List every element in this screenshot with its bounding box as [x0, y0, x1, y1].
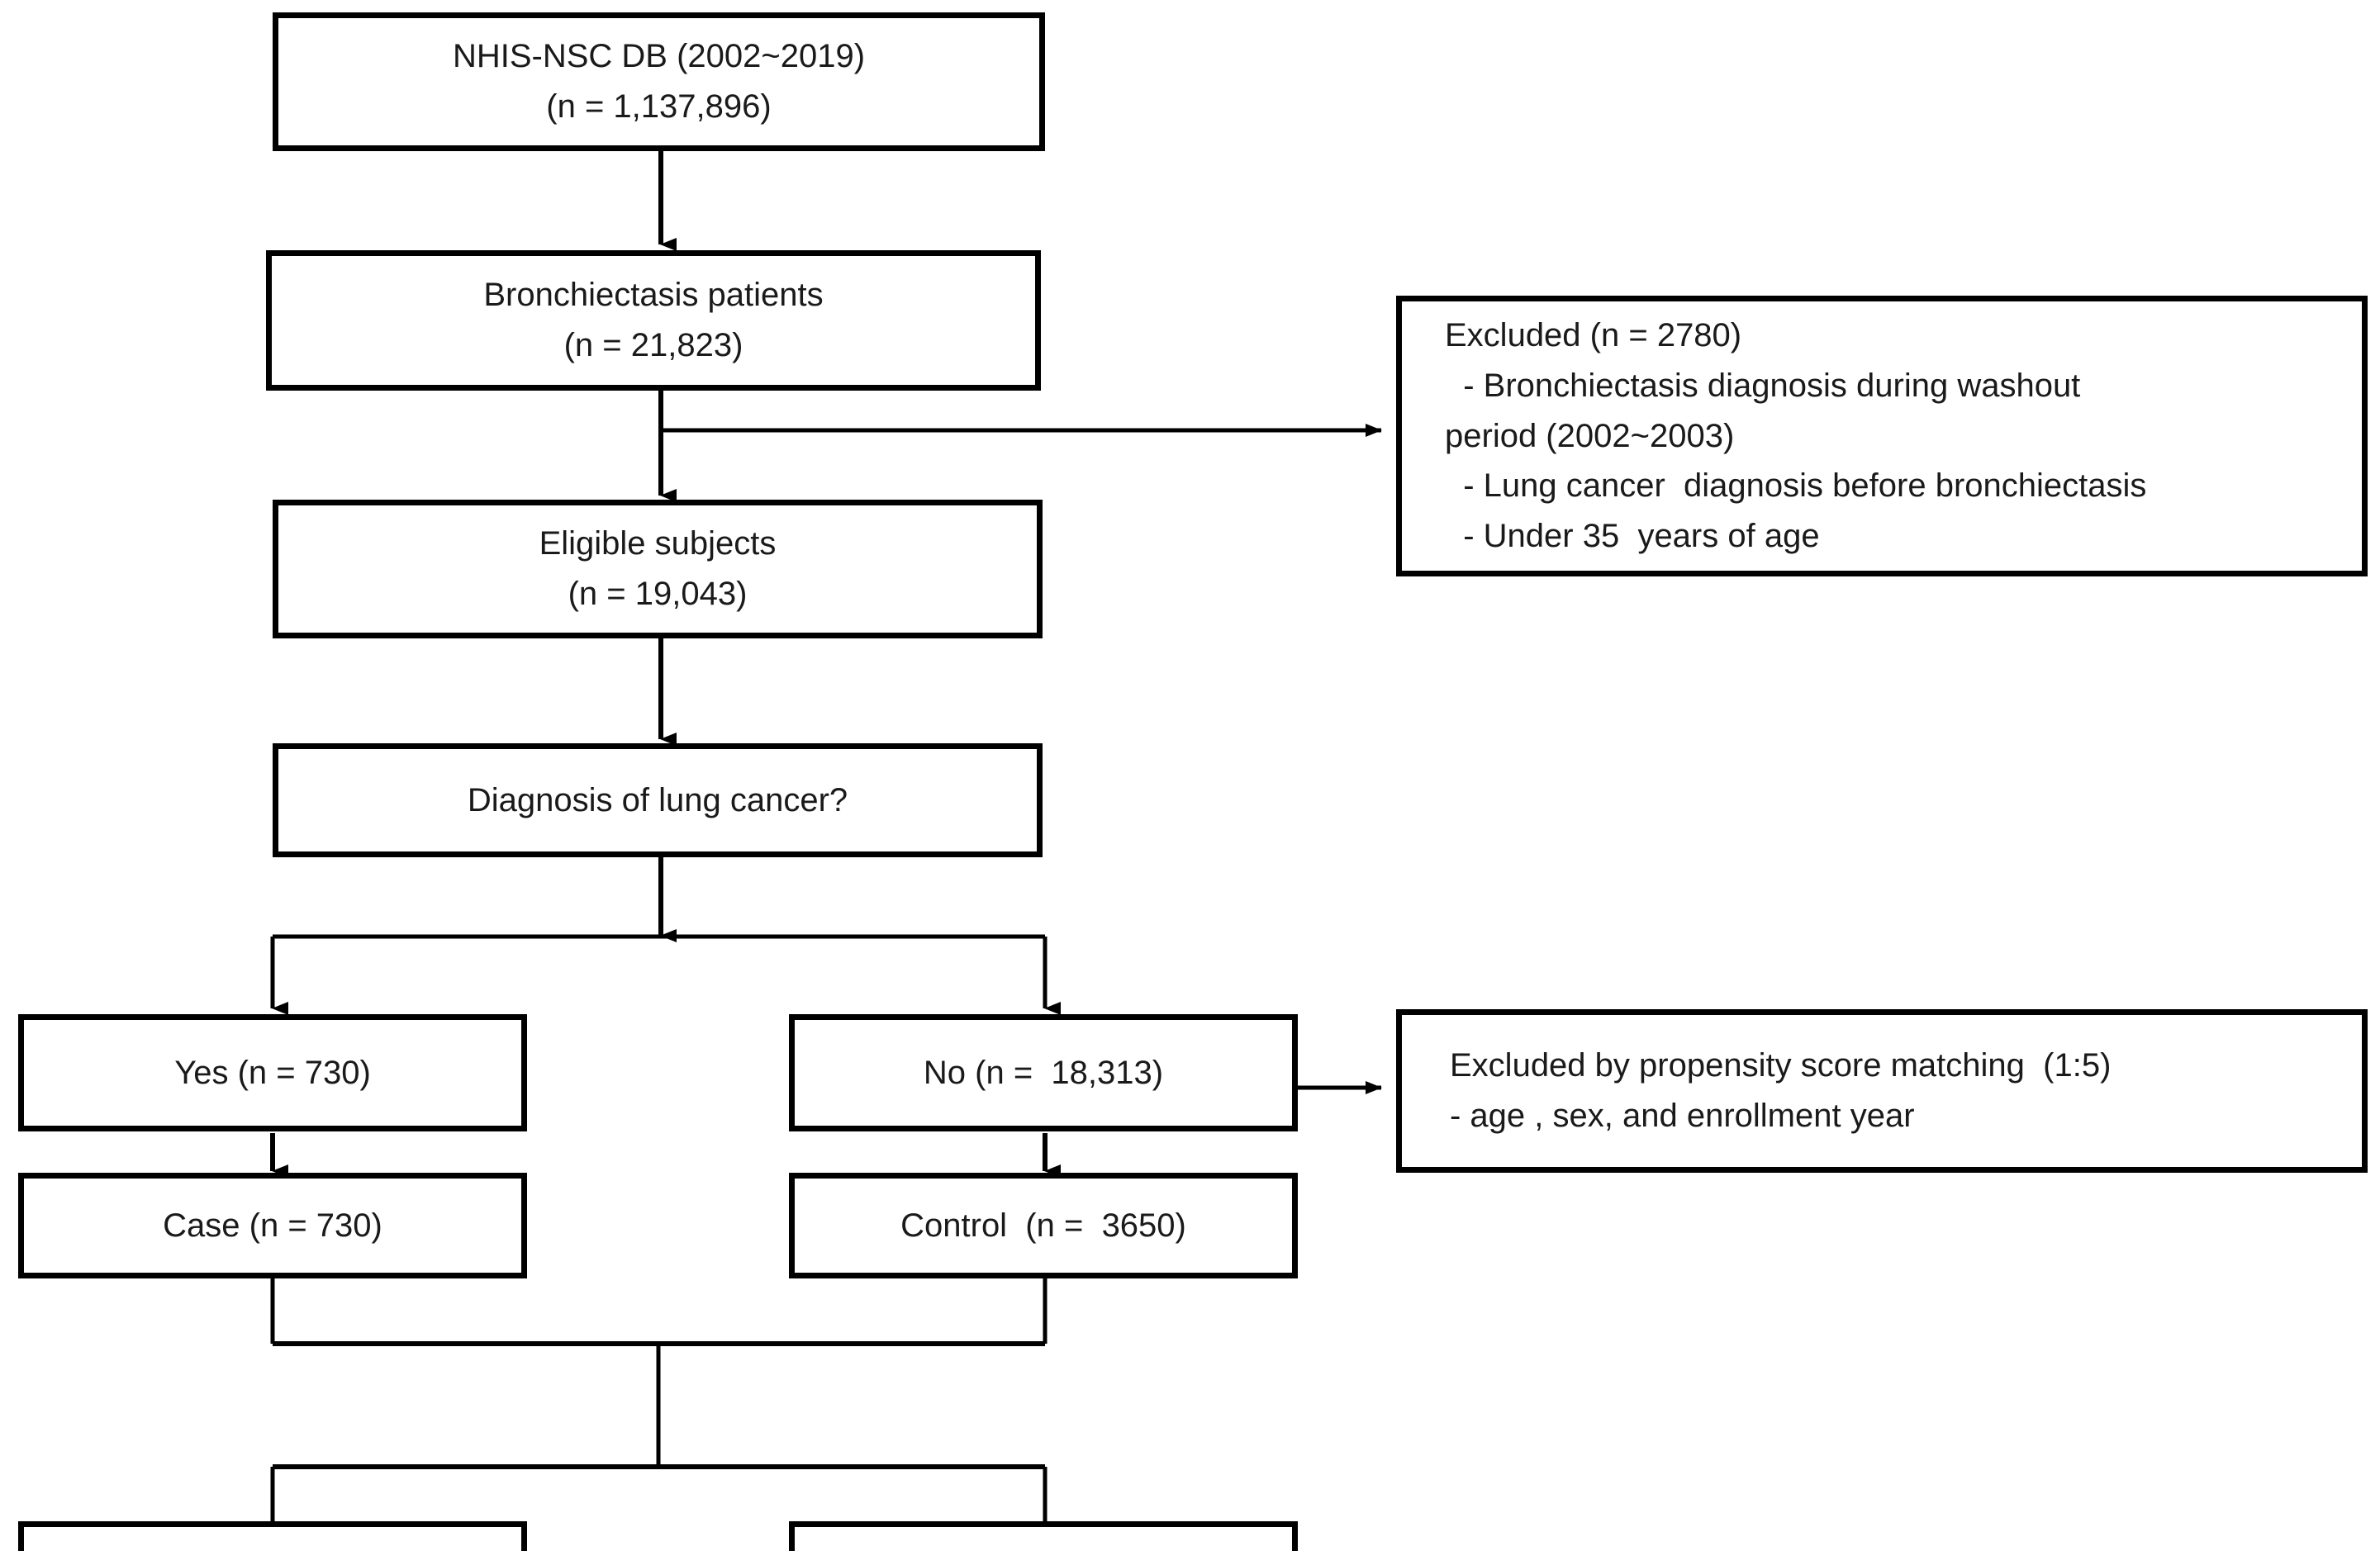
- node-bronchiectasis-without-ics: Bronchiectasis w/o ICS (n = 3249): [18, 1521, 527, 1551]
- no-branch-line-1: No (n = 18,313): [923, 1054, 1164, 1091]
- node-case-group: Case (n = 730): [18, 1173, 527, 1278]
- node-bronchiectasis-with-ics: Bronchiectasis with ICS (n= 1131): [789, 1521, 1298, 1551]
- node-diagnosis-of-lung-cancer: Diagnosis of lung cancer?: [273, 743, 1043, 857]
- bronchiectasis-patients-line-2: (n = 21,823): [563, 327, 743, 363]
- excluded-line-1: Excluded (n = 2780): [1445, 317, 1742, 353]
- node-nhis-nsc-db: NHIS-NSC DB (2002~2019) (n = 1,137,896): [273, 12, 1045, 151]
- yes-branch-line-1: Yes (n = 730): [174, 1054, 371, 1091]
- excluded-line-3: period (2002~2003): [1445, 417, 1735, 454]
- excluded-line-4: - Lung cancer diagnosis before bronchiec…: [1445, 467, 2147, 505]
- psm-line-2: - age , sex, and enrollment year: [1450, 1098, 1915, 1134]
- node-bronchiectasis-patients: Bronchiectasis patients (n = 21,823): [266, 250, 1041, 391]
- node-no-branch: No (n = 18,313): [789, 1014, 1298, 1131]
- eligible-subjects-line-2: (n = 19,043): [568, 576, 748, 612]
- diagnosis-line-1: Diagnosis of lung cancer?: [467, 781, 848, 818]
- nhis-nsc-db-line-2: (n = 1,137,896): [546, 88, 772, 125]
- eligible-subjects-line-1: Eligible subjects: [539, 525, 777, 562]
- excluded-line-2: - Bronchiectasis diagnosis during washou…: [1445, 367, 2081, 404]
- excluded-line-5: - Under 35 years of age: [1445, 518, 1820, 555]
- bronchiectasis-patients-line-1: Bronchiectasis patients: [483, 277, 824, 314]
- node-excluded-criteria: Excluded (n = 2780) - Bronchiectasis dia…: [1396, 296, 2368, 576]
- node-propensity-score-matching-exclusion: Excluded by propensity score matching (1…: [1396, 1009, 2368, 1173]
- node-yes-branch: Yes (n = 730): [18, 1014, 527, 1131]
- case-group-line-1: Case (n = 730): [163, 1207, 382, 1244]
- control-group-line-1: Control (n = 3650): [900, 1207, 1186, 1244]
- nhis-nsc-db-line-1: NHIS-NSC DB (2002~2019): [452, 38, 866, 75]
- psm-line-1: Excluded by propensity score matching (1…: [1450, 1047, 2112, 1084]
- node-eligible-subjects: Eligible subjects (n = 19,043): [273, 500, 1043, 638]
- node-control-group: Control (n = 3650): [789, 1173, 1298, 1278]
